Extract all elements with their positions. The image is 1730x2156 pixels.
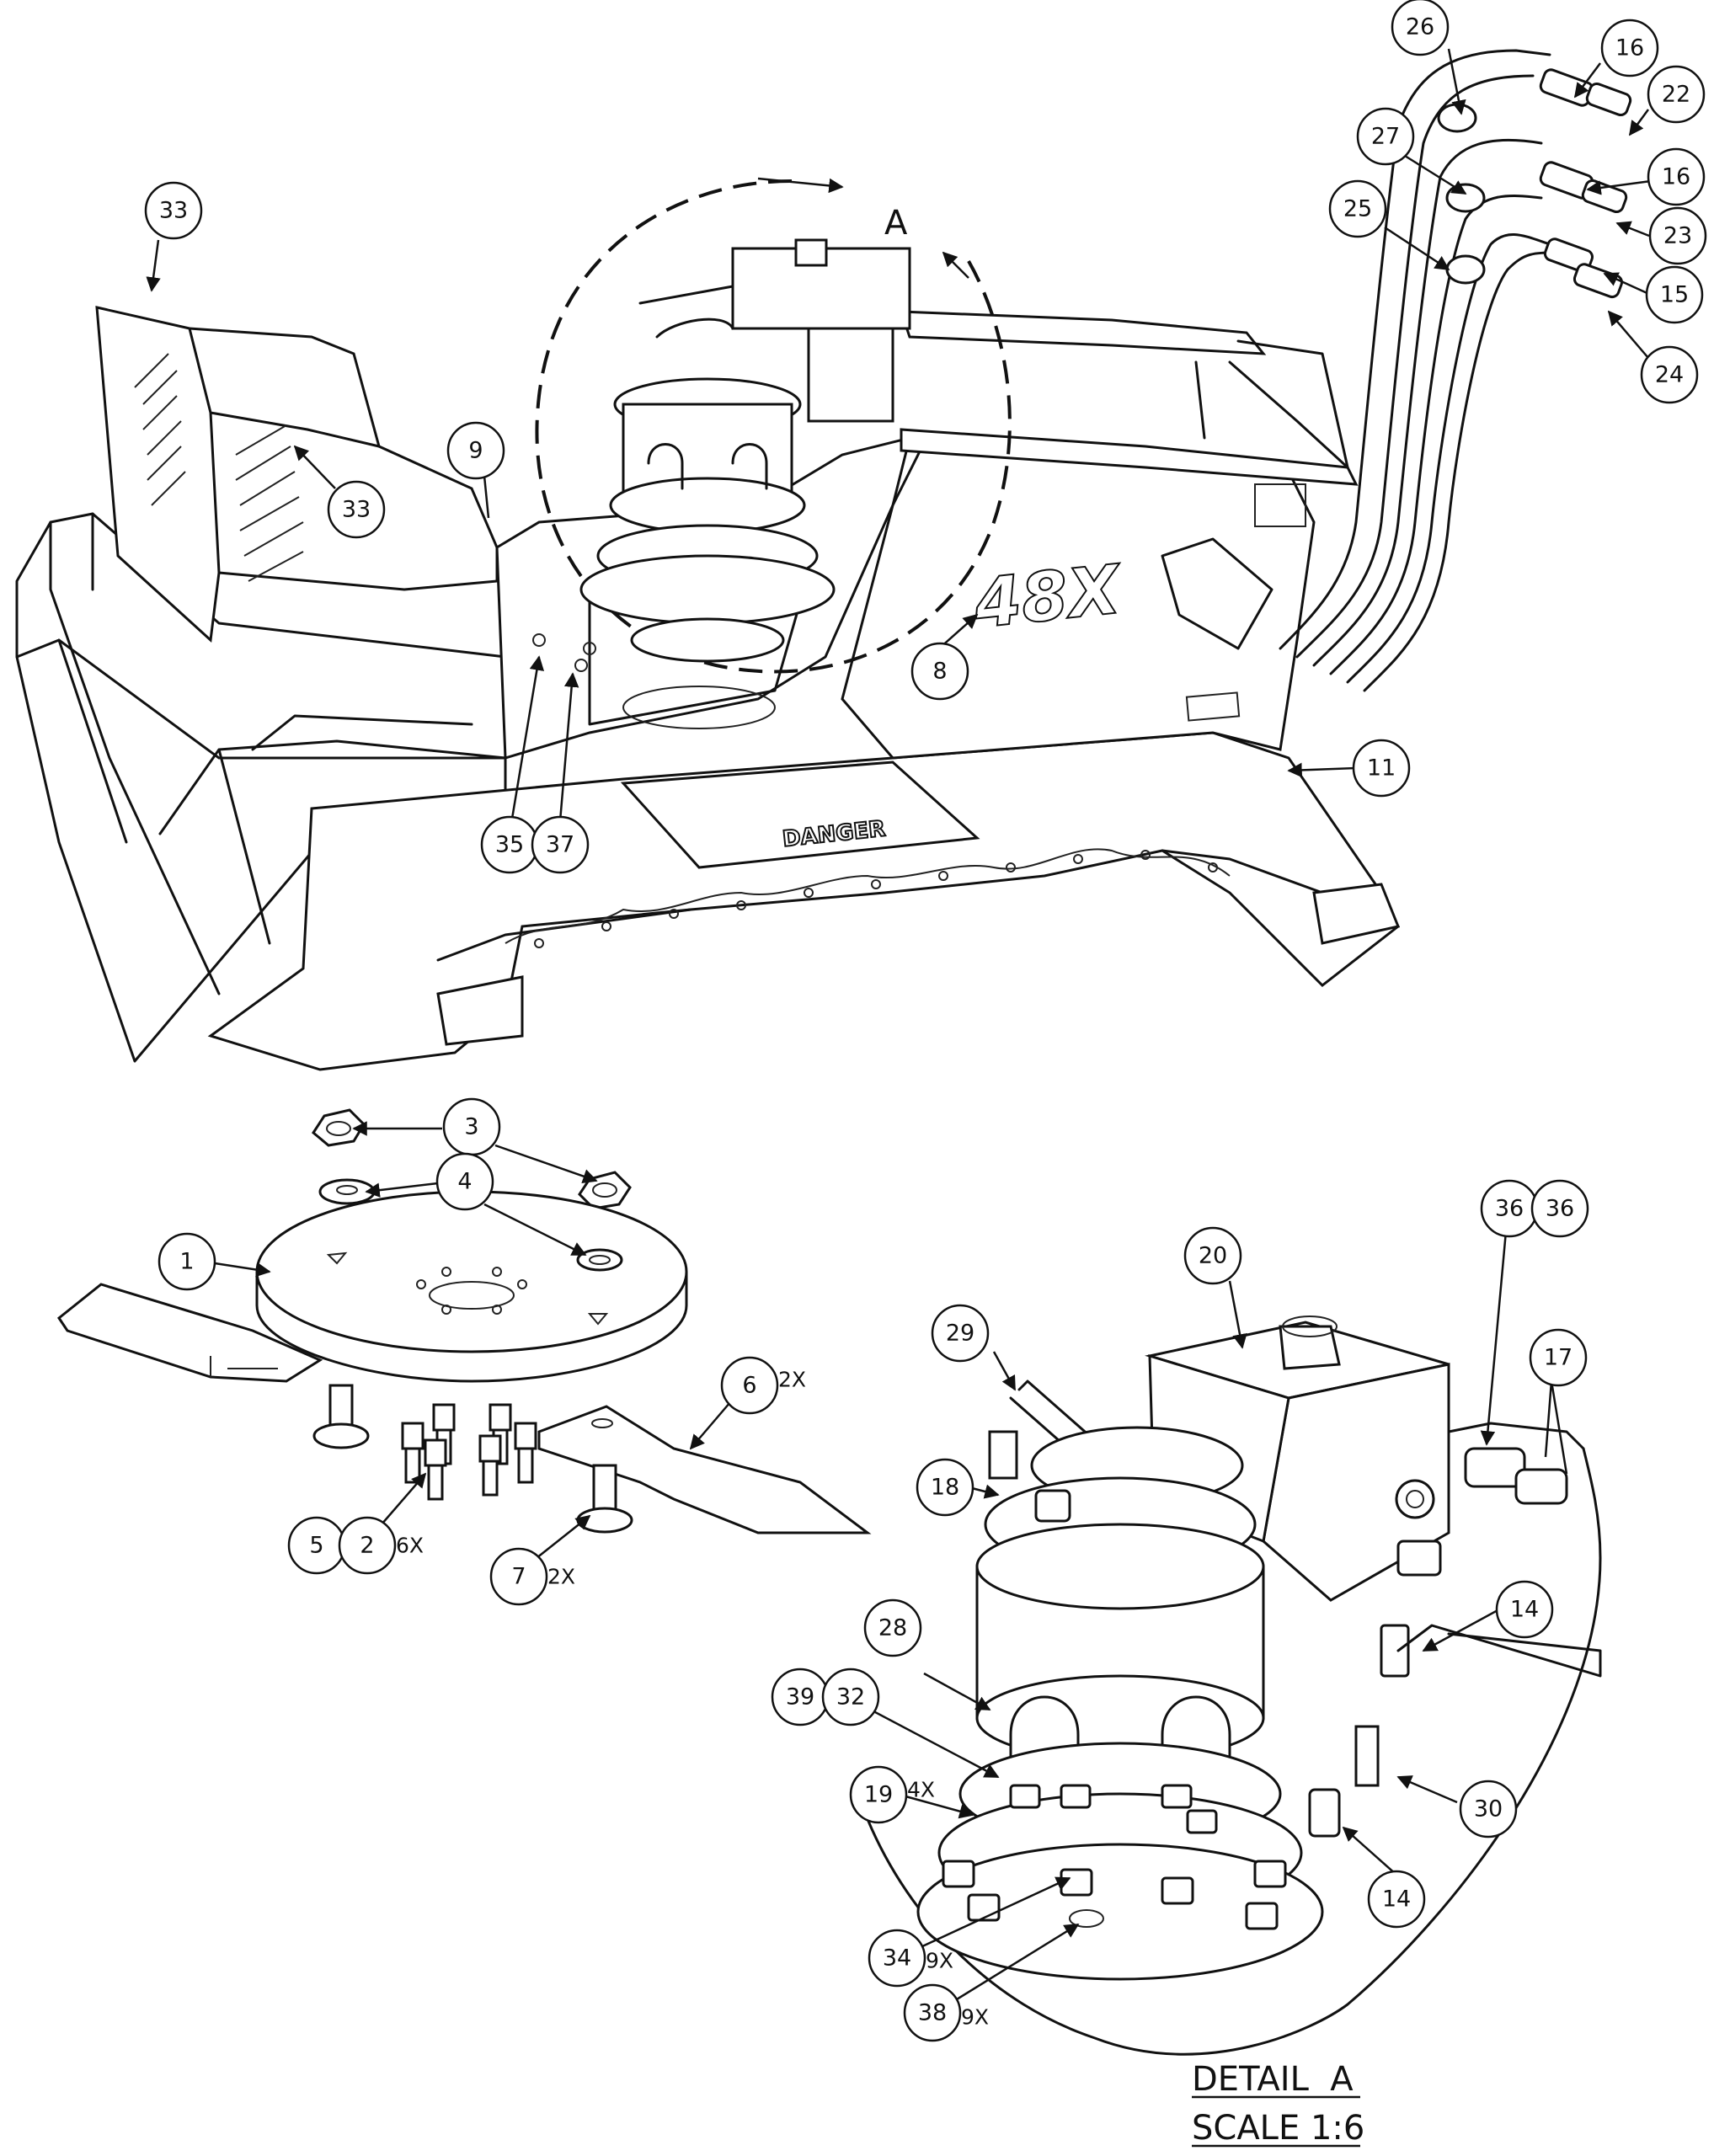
balloon-9: 9 [446,421,505,480]
svg-text:4X: 4X [907,1778,935,1802]
svg-text:39: 39 [786,1684,814,1710]
balloon-7: 7 2X [489,1547,575,1606]
svg-text:34: 34 [883,1945,911,1972]
balloon-34: 34 9X [868,1929,953,1988]
svg-text:17: 17 [1544,1345,1572,1371]
cutter-disc-assembly [56,1108,872,1534]
svg-text:33: 33 [159,198,188,224]
balloon-6: 6 2X [720,1356,806,1415]
balloon-22: 22 [1647,65,1706,124]
balloon-17: 17 [1529,1328,1588,1387]
svg-text:27: 27 [1371,124,1400,150]
svg-text:14: 14 [1382,1886,1411,1913]
balloon-32: 32 [821,1668,880,1726]
svg-text:6: 6 [742,1373,756,1399]
svg-text:29: 29 [946,1321,974,1347]
svg-text:20: 20 [1199,1243,1227,1269]
balloon-33: 33 [144,181,203,240]
svg-text:4: 4 [457,1169,472,1195]
svg-text:11: 11 [1367,755,1396,782]
svg-text:14: 14 [1510,1597,1539,1623]
balloon-20: 20 [1183,1226,1242,1285]
svg-text:8: 8 [932,659,947,685]
balloon-33: 33 [327,480,386,539]
svg-text:30: 30 [1474,1796,1503,1822]
svg-text:25: 25 [1343,196,1372,222]
detail-marker: A [884,204,908,243]
balloon-23: 23 [1648,206,1707,265]
svg-text:9: 9 [468,438,483,464]
balloon-1: 1 [158,1232,216,1291]
balloon-28: 28 [863,1598,922,1657]
detail-a-view [866,1315,1602,2056]
balloon-29: 29 [931,1304,990,1363]
balloon-2: 2 6X [338,1516,424,1575]
balloon-25: 25 [1328,179,1387,238]
svg-text:2X: 2X [778,1368,806,1392]
svg-text:5: 5 [309,1533,323,1559]
balloon-19: 19 4X [849,1765,935,1824]
model-decal: 48X [969,550,1126,643]
svg-text:9X: 9X [926,1949,953,1973]
balloon-36: 36 [1480,1179,1539,1238]
balloon-27: 27 [1356,107,1415,166]
balloon-11: 11 [1352,739,1411,798]
balloon-39: 39 [771,1668,830,1726]
svg-text:33: 33 [342,497,371,523]
svg-text:36: 36 [1546,1196,1574,1222]
balloon-26: 26 [1391,0,1450,56]
svg-text:6X: 6X [396,1534,424,1558]
svg-text:37: 37 [546,832,574,858]
svg-text:28: 28 [878,1615,907,1641]
svg-text:2X: 2X [547,1565,575,1589]
svg-text:19: 19 [864,1782,893,1808]
svg-text:15: 15 [1660,282,1689,308]
caption-line-2: SCALE 1:6 [1192,2109,1364,2148]
balloon-8: 8 [910,642,969,701]
svg-text:3: 3 [464,1114,478,1140]
balloon-30: 30 [1459,1780,1518,1838]
leader-lines [146,48,1652,2015]
balloon-15: 15 [1645,265,1704,324]
balloon-3: 3 [442,1097,501,1156]
svg-text:16: 16 [1615,35,1644,61]
balloon-4: 4 [435,1152,494,1211]
svg-text:22: 22 [1662,82,1690,108]
balloon-14: 14 [1495,1580,1554,1639]
hydraulic-hoses [1279,49,1632,692]
svg-text:35: 35 [495,832,524,858]
svg-text:24: 24 [1655,362,1684,388]
svg-text:1: 1 [179,1249,194,1275]
balloon-24: 24 [1640,345,1699,404]
svg-text:2: 2 [360,1533,374,1559]
balloon-16: 16 [1600,19,1659,77]
balloon-38: 38 9X [903,1983,989,2042]
svg-text:23: 23 [1663,223,1692,249]
svg-text:38: 38 [918,2000,947,2026]
balloon-37: 37 [531,815,590,874]
svg-text:36: 36 [1495,1196,1524,1222]
svg-text:26: 26 [1406,14,1434,40]
balloon-14: 14 [1367,1870,1426,1929]
svg-text:32: 32 [836,1684,865,1710]
balloon-36: 36 [1530,1179,1589,1238]
detail-a-callout: A [535,177,1012,674]
svg-text:9X: 9X [961,2005,989,2030]
balloon-16: 16 [1647,147,1706,206]
balloon-18: 18 [916,1458,974,1517]
balloon-35: 35 [480,815,539,874]
svg-text:18: 18 [931,1475,959,1501]
balloon-5: 5 [287,1516,346,1575]
svg-text:7: 7 [511,1564,526,1590]
caption-line-1: DETAIL A [1192,2060,1354,2099]
svg-text:16: 16 [1662,164,1690,190]
detail-caption: DETAIL A SCALE 1:6 [1192,2060,1364,2148]
